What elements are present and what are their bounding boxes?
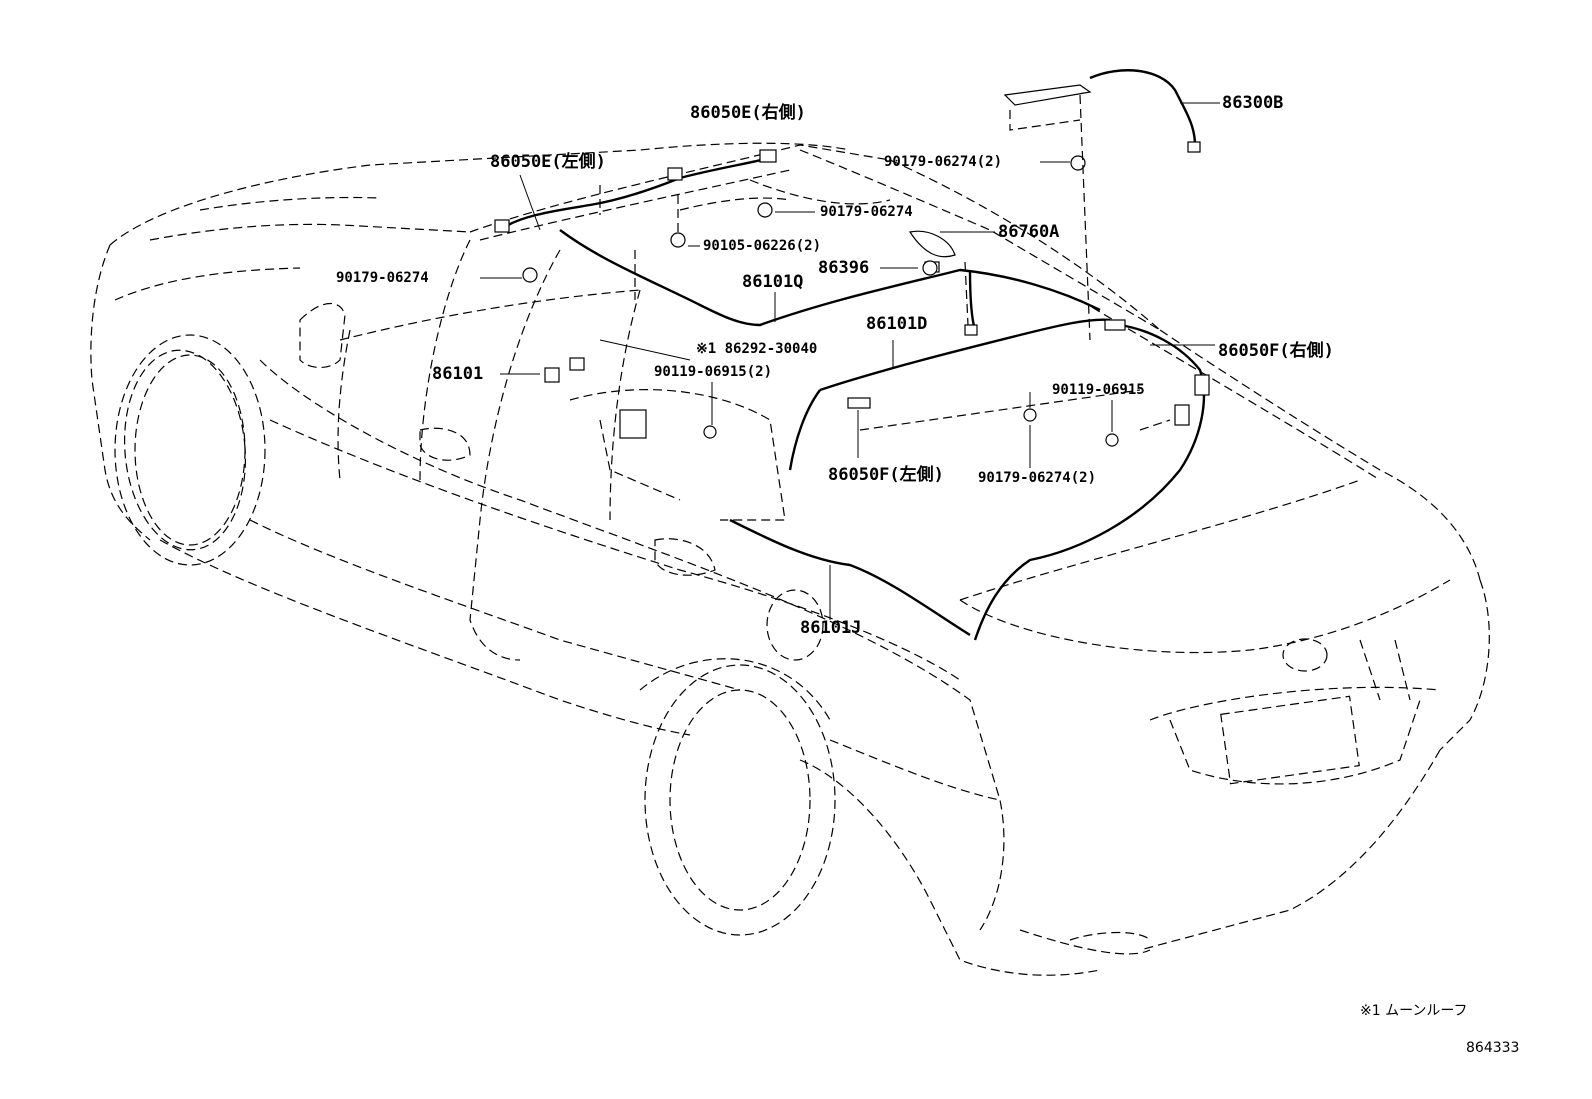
part-label-86050F-left: 86050F(左側) <box>828 465 944 485</box>
part-label-86396: 86396 <box>818 258 870 278</box>
part-label-86101: 86101 <box>432 364 484 384</box>
part-label-90119-06915-2: 90119-06915(2) <box>654 364 773 380</box>
harness-86101Q <box>559 229 1101 327</box>
antenna-base <box>909 230 956 258</box>
front-wheel <box>114 334 266 566</box>
overhead-module <box>1003 84 1092 106</box>
part-label-86101Q: 86101Q <box>742 272 804 292</box>
leader-lines <box>480 94 1220 620</box>
part-label-86050E-right: 86050E(右側) <box>690 103 806 123</box>
screw-icon <box>1105 433 1119 447</box>
harness-86050F-right <box>973 323 1206 641</box>
part-label-90105-06226-2: 90105-06226(2) <box>703 238 822 254</box>
clip-icon <box>522 267 538 283</box>
harness-86101J <box>729 518 971 637</box>
clip-icon <box>1023 408 1037 422</box>
part-label-90179-06274-left: 90179-06274 <box>336 270 429 286</box>
part-label-86292-30040: ※1 86292-30040 <box>696 341 818 357</box>
rear-wheel <box>639 658 836 936</box>
harness-86050F-left <box>788 389 821 471</box>
part-label-90179-06274-2-bottom: 90179-06274(2) <box>978 470 1097 486</box>
part-label-90179-06274-upper: 90179-06274 <box>820 204 913 220</box>
part-label-86050F-right: 86050F(右側) <box>1218 341 1334 361</box>
part-label-86760A: 86760A <box>998 222 1060 242</box>
harness-86300B <box>1089 69 1197 146</box>
part-label-90119-06915: 90119-06915 <box>1052 382 1145 398</box>
clip-icon <box>1070 155 1086 171</box>
harness-86101D <box>819 318 1111 392</box>
clip-icon <box>922 260 938 276</box>
clip-icon <box>670 232 686 248</box>
part-label-86101J: 86101J <box>800 618 862 638</box>
screw-icon <box>703 425 717 439</box>
wiring-harness <box>494 69 1210 641</box>
part-label-86101D: 86101D <box>866 314 928 334</box>
part-label-86050E-left: 86050E(左側) <box>490 152 606 172</box>
clip-icon <box>757 202 773 218</box>
part-label-90179-06274-2-top: 90179-06274(2) <box>884 154 1003 170</box>
part-label-86300B: 86300B <box>1222 93 1284 113</box>
emblem-icon <box>1282 638 1328 672</box>
harness-86050E <box>499 156 771 231</box>
car-body-outline <box>90 142 1490 976</box>
footnote: ※1 ムーンルーフ <box>1360 1003 1468 1019</box>
diagram-id: 864333 <box>1466 1040 1520 1056</box>
